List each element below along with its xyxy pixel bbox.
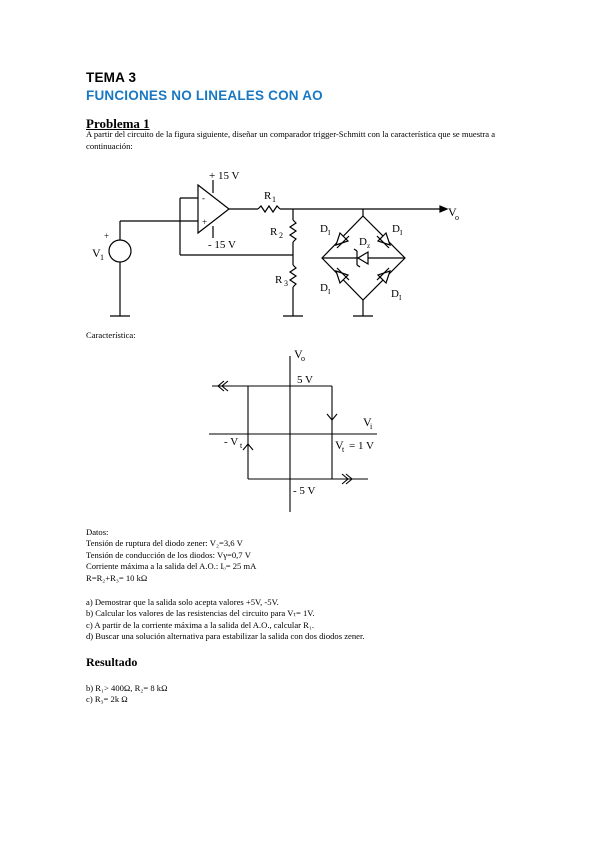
r3-label: R xyxy=(275,274,283,286)
problem-title: Problema 1 xyxy=(86,116,150,131)
question-item: d) Buscar una solución alternativa para … xyxy=(86,631,365,642)
r1-resistor xyxy=(257,204,281,214)
threshold-value: = 1 V xyxy=(349,440,374,452)
negative-threshold-sub: t xyxy=(240,441,243,450)
data-line: Tensión de ruptura del diodo zener: V₂=3… xyxy=(86,538,243,549)
zener-label: D xyxy=(359,236,367,248)
answer-item: c) R₃= 2k Ω xyxy=(86,694,128,705)
question-item: c) A partir de la corriente máxima a la … xyxy=(86,619,315,630)
diode-bl-label: D xyxy=(320,282,328,294)
negative-level-label: - 5 V xyxy=(293,485,315,497)
opamp-symbol xyxy=(197,183,230,235)
diode-tr-sub: I xyxy=(400,229,403,237)
v1-sub: 1 xyxy=(100,253,104,262)
opamp-plus-sign: + xyxy=(202,217,207,227)
r2-sub: 2 xyxy=(279,231,283,240)
section-title: FUNCIONES NO LINEALES CON AO xyxy=(86,88,323,103)
section-number: TEMA 3 xyxy=(86,70,137,85)
source-plus-sign: + xyxy=(104,231,109,241)
r1-label: R xyxy=(264,190,272,202)
result-title: Resultado xyxy=(86,655,138,669)
diode-tr-label: D xyxy=(392,223,400,235)
r3-sub: 3 xyxy=(284,279,288,288)
answer-item: b) R₁> 400Ω, R₂= 8 kΩ xyxy=(86,683,168,693)
vo-label: V xyxy=(448,205,457,219)
diode-br-sub: I xyxy=(399,294,402,302)
characteristic-label: Característica: xyxy=(86,330,136,340)
vo-sub: o xyxy=(455,213,459,222)
data-line: Datos: xyxy=(86,527,109,537)
r2-label: R xyxy=(270,226,278,238)
answer-list: b) R₁> 400Ω, R₂= 8 kΩ c) R₃= 2k Ω xyxy=(86,683,167,706)
question-list: a) Demostrar que la salida solo acepta v… xyxy=(86,597,364,643)
threshold-label: V xyxy=(335,438,344,452)
problem-intro: A partir del circuito de la figura sigui… xyxy=(86,129,496,151)
zener-sub: z xyxy=(367,242,370,250)
positive-level-label: 5 V xyxy=(297,374,313,386)
data-list: Datos: Tensión de ruptura del diodo zene… xyxy=(86,527,256,584)
diode-bl-sub: I xyxy=(328,288,331,296)
supply-negative-label: - 15 V xyxy=(208,239,236,251)
question-item: b) Calcular los valores de las resistenc… xyxy=(86,608,315,619)
vo-axis-sub: o xyxy=(301,354,305,363)
vo-axis-label: V xyxy=(294,347,303,361)
zener-diode-symbol xyxy=(356,250,369,266)
data-line: Tensión de conducción de los diodos: Vγ=… xyxy=(86,549,251,560)
data-line: Corriente máxima a la salida del A.O.: I… xyxy=(86,561,257,572)
question-item: a) Demostrar que la salida solo acepta v… xyxy=(86,597,279,607)
threshold-sub: t xyxy=(342,445,345,454)
supply-positive-label: + 15 V xyxy=(209,170,240,182)
v1-label: V xyxy=(92,246,101,260)
diode-tl-label: D xyxy=(320,223,328,235)
diode-tl-sub: I xyxy=(328,229,331,237)
negative-threshold-label: - V xyxy=(224,436,238,448)
r2-resistor xyxy=(288,219,298,243)
r1-sub: 1 xyxy=(272,195,276,204)
r3-resistor xyxy=(288,264,298,288)
opamp-minus-sign: - xyxy=(202,193,205,203)
diode-br-label: D xyxy=(391,288,399,300)
data-line: R=R₂+R₃= 10 kΩ xyxy=(86,572,148,583)
vi-axis-sub: i xyxy=(370,422,373,431)
vi-axis-label: V xyxy=(363,415,372,429)
